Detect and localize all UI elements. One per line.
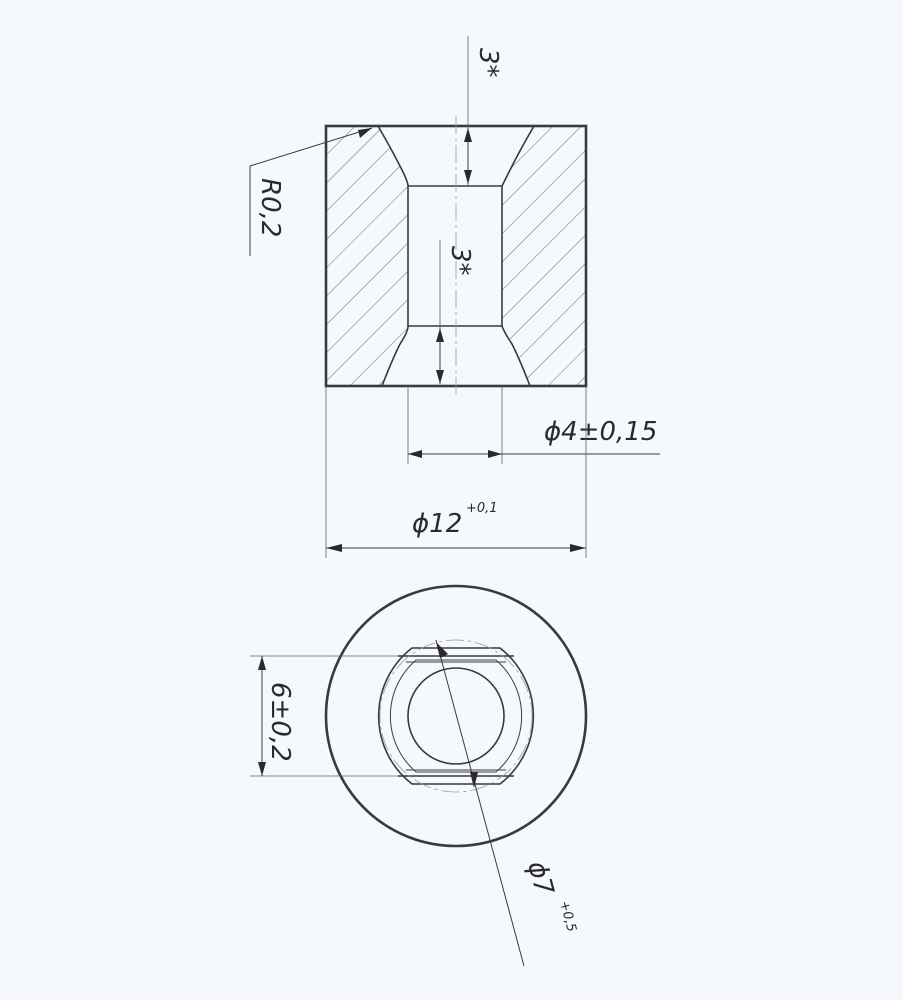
outer-circle [324, 584, 588, 848]
recess-inner [389, 659, 523, 773]
recess-outline [377, 647, 535, 785]
chamfer-bottom-label: 3* [445, 246, 475, 276]
recess-dashed-circle [379, 639, 533, 793]
recess-diameter-leader [435, 639, 525, 967]
bore-circle [407, 667, 505, 765]
outer-diameter-label: ϕ12 [412, 509, 462, 539]
radius-leader [249, 127, 373, 167]
countersink-top-right [501, 125, 535, 187]
chamfer-top-label: 3* [473, 48, 503, 78]
hatch-left [326, 126, 408, 386]
flat-width-label: 6±0,2 [265, 682, 295, 762]
fillet-radius-label: R0,2 [255, 178, 285, 237]
recess-diameter-label: ϕ7 [521, 858, 559, 899]
outer-diameter-tolerance: +0,1 [466, 501, 498, 516]
bore-diameter-label: ϕ4±0,15 [544, 417, 657, 447]
countersink-bottom-right [501, 325, 531, 387]
section-view: 3* 3* R0,2 ϕ4±0,15 ϕ12 +0,1 [249, 36, 660, 558]
hatch-right [502, 126, 586, 386]
countersink-bottom-left [381, 325, 409, 387]
recess-diameter-tolerance: +0,5 [556, 899, 579, 933]
countersink-top-left [377, 125, 409, 187]
end-view: 6±0,2 ϕ7 +0,5 [250, 584, 588, 967]
